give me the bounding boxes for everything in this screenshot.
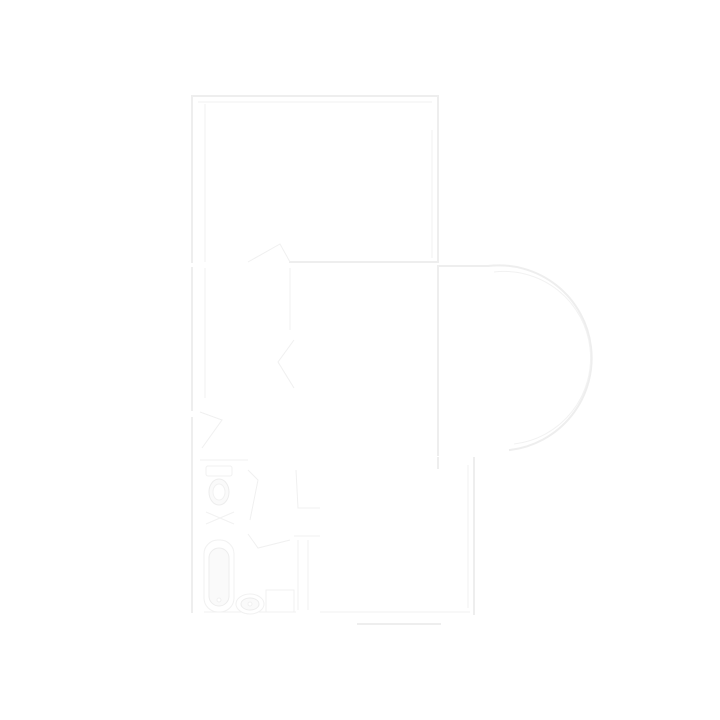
room-lower-right [320, 457, 475, 625]
door-hall [294, 469, 320, 610]
door-bath-top [199, 411, 223, 449]
washer [265, 589, 295, 613]
door-bath-mid [247, 469, 259, 521]
room-bay [437, 264, 593, 456]
toilet [205, 465, 235, 525]
door-bath-low [247, 533, 291, 549]
room-center [277, 268, 295, 389]
sink [235, 593, 265, 615]
door-center [277, 339, 295, 389]
room-upper [191, 95, 439, 263]
bathtub [203, 539, 235, 613]
wall-left-lower [191, 267, 206, 411]
door-upper-left [247, 243, 291, 263]
